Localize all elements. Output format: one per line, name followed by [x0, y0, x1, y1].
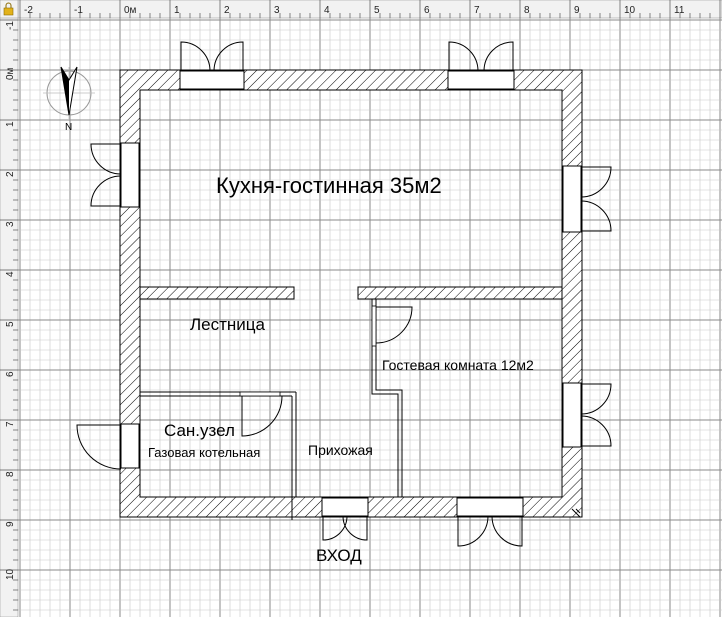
- door-right-lower[interactable]: [562, 382, 612, 448]
- door-entrance[interactable]: [321, 497, 369, 541]
- ruler-x-label: 8: [524, 5, 530, 16]
- resize-handle-icon[interactable]: [571, 508, 581, 518]
- ruler-y-label: 7: [5, 421, 16, 427]
- ruler-x-label: -1: [74, 5, 83, 16]
- compass-icon[interactable]: N: [43, 66, 95, 133]
- wall-stairs-kitchen[interactable]: [139, 286, 295, 300]
- door-bath[interactable]: [239, 391, 283, 437]
- room-label-kitchen: Кухня-гостинная 35м2: [216, 173, 442, 198]
- ruler-x-label: 2: [224, 5, 230, 16]
- wall-guest-hall[interactable]: [371, 299, 399, 497]
- ruler-y-label: 3: [5, 221, 16, 227]
- ruler-x-label: 3: [274, 5, 280, 16]
- room-label-stairs: Лестница: [190, 315, 266, 334]
- ruler-x-label: 4: [324, 5, 330, 16]
- room-label-boiler: Газовая котельная: [148, 445, 260, 460]
- lock-icon[interactable]: [3, 2, 14, 16]
- ruler-y-label: 8: [5, 471, 16, 477]
- ruler-y-label: 6: [5, 371, 16, 377]
- door-right-upper[interactable]: [562, 165, 612, 233]
- ruler-corner[interactable]: [0, 0, 19, 19]
- room-label-bath: Сан.узел: [164, 421, 235, 440]
- compass-north-label: N: [65, 122, 72, 133]
- ruler-x-label: 10: [624, 5, 636, 16]
- walls[interactable]: [119, 69, 583, 520]
- door-top-right[interactable]: [447, 41, 515, 90]
- ruler-y-label: 9: [5, 521, 16, 527]
- door-left-upper[interactable]: [90, 142, 140, 208]
- horizontal-ruler[interactable]: -2 -1 0м 1 2 3 4 5 6 7 8 9 10 11: [0, 0, 722, 19]
- ruler-y-label: 10: [5, 568, 16, 580]
- room-label-guest: Гостевая комната 12м2: [382, 357, 534, 373]
- ruler-x-label: 7: [474, 5, 480, 16]
- ruler-x-label: 6: [424, 5, 430, 16]
- ruler-y-label: 2: [5, 171, 16, 177]
- ruler-y-label: -1: [5, 21, 16, 30]
- ruler-y-label: 5: [5, 321, 16, 327]
- door-top-left[interactable]: [179, 41, 245, 90]
- door-guest[interactable]: [371, 305, 413, 347]
- door-left-lower[interactable]: [76, 423, 140, 470]
- ruler-x-label: 0м: [124, 5, 137, 16]
- ruler-x-label: 5: [374, 5, 380, 16]
- entrance-label: ВХОД: [316, 546, 362, 565]
- ruler-x-label: 1: [174, 5, 180, 16]
- door-bottom-right[interactable]: [456, 497, 524, 547]
- vertical-ruler[interactable]: -1 0м 1 2 3 4 5 6 7 8 9 10: [0, 0, 19, 618]
- ruler-y-label: 4: [5, 271, 16, 277]
- wall-kitchen-guest[interactable]: [357, 286, 563, 300]
- ruler-y-label: 0м: [5, 67, 16, 80]
- ruler-x-label: -2: [24, 5, 33, 16]
- room-label-hall: Прихожая: [308, 442, 373, 458]
- ruler-x-label: 9: [574, 5, 580, 16]
- ruler-x-label: 11: [674, 5, 685, 16]
- ruler-y-label: 1: [5, 121, 16, 127]
